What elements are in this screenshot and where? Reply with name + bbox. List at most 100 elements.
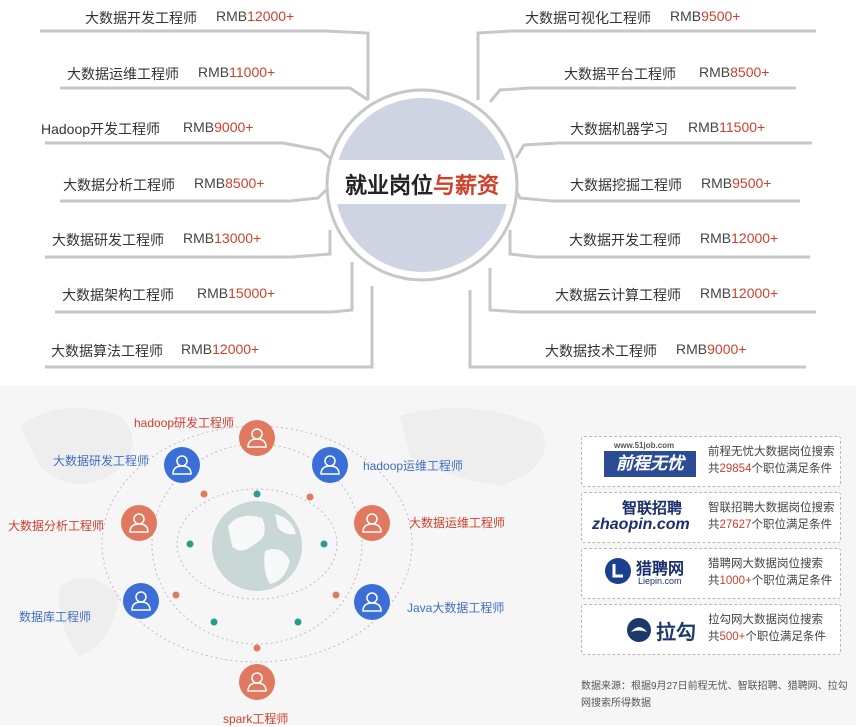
salary: RMB12000+ [181, 341, 259, 357]
job-title: 大数据算法工程师 [51, 343, 163, 359]
lagou-logo: 拉勾 [626, 613, 706, 647]
liepin-logo: 猎聘网 Liepin.com [604, 555, 700, 593]
count-prefix: 共 [708, 463, 720, 475]
site-card-lagou: 拉勾 拉勾网大数据岗位搜索 共500+个职位满足条件 [581, 604, 841, 655]
salary-amount: 12000+ [212, 341, 260, 357]
salary: RMB12000+ [700, 285, 778, 301]
salary-amount: 15000+ [228, 285, 276, 301]
salary: RMB15000+ [197, 285, 275, 301]
salary-amount: 9500+ [732, 175, 772, 191]
center-title-main: 就业岗位 [344, 173, 433, 198]
person-node-rd [164, 447, 200, 483]
salary-amount: 8500+ [730, 64, 770, 80]
salary: RMB8500+ [194, 175, 264, 191]
salary-prefix: RMB [700, 230, 732, 246]
salary: RMB11500+ [688, 119, 765, 135]
zhaopin-logo: 智联招聘 zhaopin.com [592, 497, 698, 537]
salary: RMB12000+ [700, 230, 778, 246]
salary-prefix: RMB [181, 341, 213, 357]
salary: RMB13000+ [183, 230, 261, 246]
node-label: hadoop研发工程师 [134, 416, 235, 430]
person-node-hadoop-ops [312, 447, 348, 483]
salary-prefix: RMB [183, 230, 215, 246]
salary: RMB8500+ [699, 64, 769, 80]
logo-text: 前程无忧 [604, 451, 696, 477]
logo-cn: 智联招聘 [622, 500, 683, 517]
salary-prefix: RMB [183, 119, 215, 135]
site-card-51job: www.51job.com 前程无忧 前程无忧大数据岗位搜索 共29854个职位… [581, 436, 841, 487]
site-line2: 共1000+个职位满足条件 [708, 573, 832, 590]
site-line2: 共500+个职位满足条件 [708, 629, 826, 646]
salary-prefix: RMB [676, 341, 708, 357]
job-title: 大数据运维工程师 [67, 66, 179, 82]
job-title: 大数据分析工程师 [63, 177, 175, 193]
salary: RMB9500+ [701, 175, 771, 191]
salary-prefix: RMB [197, 285, 229, 301]
salary-prefix: RMB [701, 175, 733, 191]
logo-en: Liepin.com [638, 576, 682, 586]
site-description: 猎聘网大数据岗位搜索 共1000+个职位满足条件 [708, 556, 832, 590]
liepin-mark-icon [605, 558, 631, 584]
salary: RMB9000+ [183, 119, 253, 135]
job-count: 1000+ [719, 575, 752, 587]
lagou-mark-icon [627, 618, 651, 642]
connector-lines [40, 29, 816, 369]
count-suffix: 个职位满足条件 [745, 631, 826, 643]
logo-url: www.51job.com [614, 441, 675, 450]
site-card-zhaopin: 智联招聘 zhaopin.com 智联招聘大数据岗位搜索 共27627个职位满足… [581, 492, 841, 543]
person-node-spark [239, 664, 275, 700]
salary-amount: 9500+ [701, 8, 741, 24]
job-count: 27627 [719, 519, 752, 531]
node-label: 大数据运维工程师 [409, 516, 506, 530]
salary: RMB11000+ [198, 64, 275, 80]
data-source-note: 数据来源：根据9月27日前程无忧、智联招聘、猎聘网、拉勾网搜索所得数据 [581, 681, 848, 709]
job-title: 大数据架构工程师 [62, 287, 174, 303]
site-line1: 拉勾网大数据岗位搜索 [708, 614, 823, 626]
job-count: 29854 [719, 463, 752, 475]
salary: RMB12000+ [216, 8, 294, 24]
salary-prefix: RMB [699, 64, 731, 80]
salary-prefix: RMB [216, 8, 248, 24]
job-title: 大数据研发工程师 [52, 232, 164, 248]
salary-amount: 12000+ [731, 285, 779, 301]
51job-logo: www.51job.com 前程无忧 [604, 441, 696, 481]
person-node-hadoop-rd [239, 420, 275, 456]
site-description: 拉勾网大数据岗位搜索 共500+个职位满足条件 [708, 612, 826, 646]
salary-amount: 9000+ [707, 341, 747, 357]
logo-text: 拉勾 [656, 622, 696, 644]
site-line1: 前程无忧大数据岗位搜索 [708, 446, 835, 458]
salary-prefix: RMB [700, 285, 732, 301]
person-node-java [354, 584, 390, 620]
salary-amount: 9000+ [214, 119, 254, 135]
job-title: 大数据可视化工程师 [525, 10, 651, 26]
salary: RMB9500+ [670, 8, 740, 24]
salary-section: 就业岗位与薪资 大数据开发工程师 RMB12000+ 大数据运维工程师 RMB1… [40, 8, 816, 369]
salary-prefix: RMB [194, 175, 226, 191]
site-line2: 共29854个职位满足条件 [708, 461, 835, 478]
salary-amount: 12000+ [731, 230, 779, 246]
salary-amount: 12000+ [247, 8, 295, 24]
salary: RMB9000+ [676, 341, 746, 357]
salary-amount: 11500+ [719, 119, 766, 135]
site-description: 前程无忧大数据岗位搜索 共29854个职位满足条件 [708, 444, 835, 478]
position-ring-diagram [20, 408, 545, 700]
count-prefix: 共 [708, 575, 720, 587]
person-node-bigdata-ops [354, 505, 390, 541]
node-label: hadoop运维工程师 [363, 459, 464, 473]
count-prefix: 共 [708, 519, 720, 531]
node-label: 数据库工程师 [19, 610, 92, 624]
salary-amount: 8500+ [225, 175, 265, 191]
world-map-background [20, 408, 545, 656]
job-title: 大数据技术工程师 [545, 343, 657, 359]
job-title: 大数据挖掘工程师 [570, 177, 682, 193]
count-suffix: 个职位满足条件 [751, 575, 833, 587]
job-title: 大数据开发工程师 [85, 10, 197, 26]
logo-en: zhaopin.com [592, 516, 690, 533]
node-label: spark工程师 [223, 712, 289, 726]
count-prefix: 共 [708, 631, 720, 643]
node-label: 大数据分析工程师 [8, 519, 105, 533]
job-count: 500+ [719, 631, 746, 643]
person-node-database [123, 583, 159, 619]
globe-icon [212, 501, 302, 591]
site-line1: 智联招聘大数据岗位搜索 [708, 502, 835, 514]
